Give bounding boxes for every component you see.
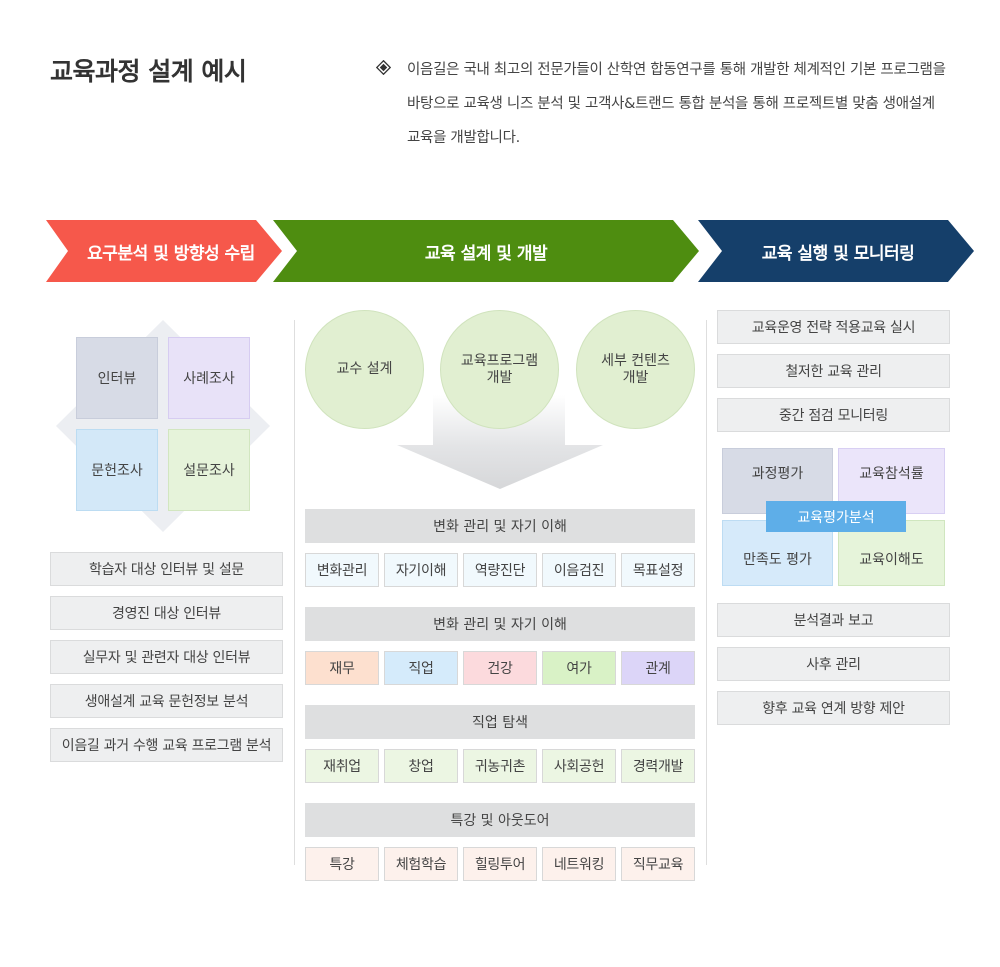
program-tile: 귀농귀촌 xyxy=(463,749,537,783)
stage-label: 요구분석 및 방향성 수립 xyxy=(87,243,255,264)
stage-label: 교육 실행 및 모니터링 xyxy=(761,243,915,264)
analysis-item: 생애설계 교육 문헌정보 분석 xyxy=(50,684,283,718)
program-tile: 관계 xyxy=(621,651,695,685)
execution-item: 사후 관리 xyxy=(717,647,950,681)
analysis-item: 학습자 대상 인터뷰 및 설문 xyxy=(50,552,283,586)
program-tile: 힐링투어 xyxy=(463,847,537,881)
quad-literature: 문헌조사 xyxy=(76,429,158,511)
program-tile: 변화관리 xyxy=(305,553,379,587)
page-title: 교육과정 설계 예시 xyxy=(50,57,247,86)
analysis-item: 이음길 과거 수행 교육 프로그램 분석 xyxy=(50,728,283,762)
program-tile: 네트워킹 xyxy=(542,847,616,881)
program-tile: 이음검진 xyxy=(542,553,616,587)
program-tile: 자기이해 xyxy=(384,553,458,587)
stage-banner-execution: 교육 실행 및 모니터링 xyxy=(698,220,974,282)
column-divider xyxy=(294,320,295,865)
program-tile: 여가 xyxy=(542,651,616,685)
circle-instructional-design: 교수 설계 xyxy=(305,310,424,429)
execution-item: 향후 교육 연계 방향 제안 xyxy=(717,691,950,725)
program-tile: 특강 xyxy=(305,847,379,881)
quad-interview: 인터뷰 xyxy=(76,337,158,419)
stage-arrow-shape xyxy=(698,220,974,282)
section-header: 변화 관리 및 자기 이해 xyxy=(305,607,695,641)
program-tile: 경력개발 xyxy=(621,749,695,783)
section-header: 변화 관리 및 자기 이해 xyxy=(305,509,695,543)
stage-banner-analysis: 요구분석 및 방향성 수립 xyxy=(46,220,282,282)
quad-case-study: 사례조사 xyxy=(168,337,250,419)
execution-item: 교육운영 전략 적용교육 실시 xyxy=(717,310,950,344)
program-tile: 체험학습 xyxy=(384,847,458,881)
circle-program-development: 교육프로그램 개발 xyxy=(440,310,559,429)
stage-label: 교육 설계 및 개발 xyxy=(424,243,548,264)
circle-content-development: 세부 컨텐츠 개발 xyxy=(576,310,695,429)
analysis-item: 실무자 및 관련자 대상 인터뷰 xyxy=(50,640,283,674)
quad-survey: 설문조사 xyxy=(168,429,250,511)
execution-item: 분석결과 보고 xyxy=(717,603,950,637)
program-tile: 건강 xyxy=(463,651,537,685)
eval-analysis-badge: 교육평가분석 xyxy=(766,501,906,532)
stage-arrow-shape xyxy=(46,220,282,282)
down-arrow-icon xyxy=(397,395,603,489)
program-tile: 목표설정 xyxy=(621,553,695,587)
program-tile: 창업 xyxy=(384,749,458,783)
program-tile: 직업 xyxy=(384,651,458,685)
stage-banner-design: 교육 설계 및 개발 xyxy=(273,220,699,282)
program-tile: 역량진단 xyxy=(463,553,537,587)
program-tile: 사회공헌 xyxy=(542,749,616,783)
program-tile: 재무 xyxy=(305,651,379,685)
stage-arrow-shape xyxy=(273,220,699,282)
program-tile: 직무교육 xyxy=(621,847,695,881)
section-header: 직업 탐색 xyxy=(305,705,695,739)
execution-item: 철저한 교육 관리 xyxy=(717,354,950,388)
column-divider xyxy=(706,320,707,865)
diamond-bullet-icon xyxy=(376,60,391,75)
execution-item: 중간 점검 모니터링 xyxy=(717,398,950,432)
analysis-item: 경영진 대상 인터뷰 xyxy=(50,596,283,630)
program-tile: 재취업 xyxy=(305,749,379,783)
intro-text: 이음길은 국내 최고의 전문가들이 산학연 합동연구를 통해 개발한 체계적인 … xyxy=(407,62,946,146)
section-header: 특강 및 아웃도어 xyxy=(305,803,695,837)
